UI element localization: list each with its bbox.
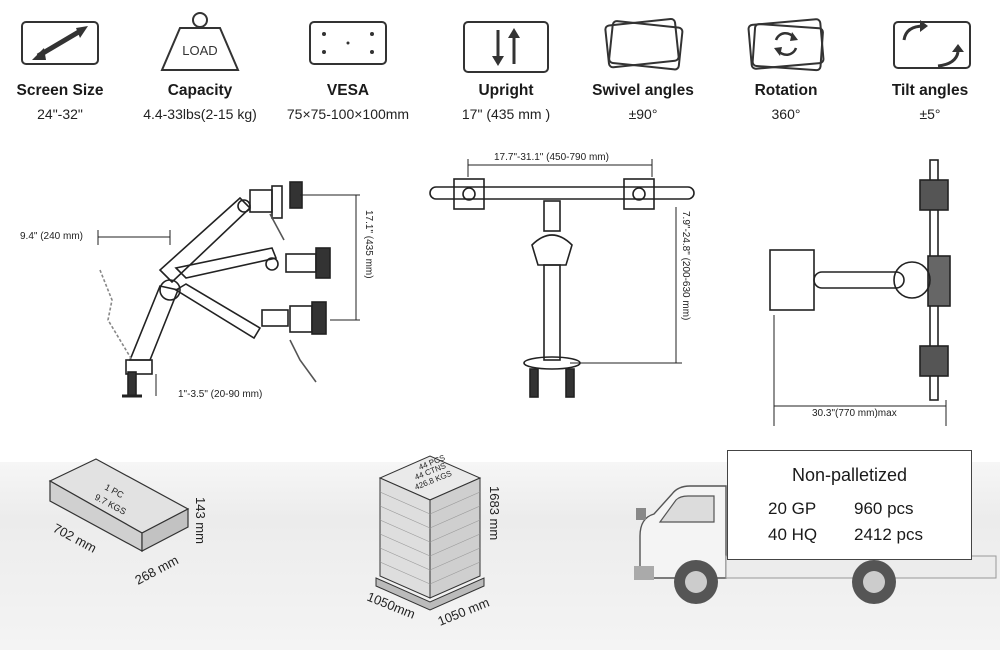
left-vesa-plate [453, 178, 485, 210]
side-view-diagram: 9.4" (240 mm) 17.1" (435 mm) 1"-3.5" (20… [20, 181, 374, 400]
front-pole [543, 264, 561, 361]
container-qty: 960 pcs [854, 499, 914, 518]
arm-height-label: 17.1" (435 mm) [363, 210, 374, 279]
container-qty: 2412 pcs [854, 525, 923, 544]
spec-value: ±5° [919, 106, 941, 122]
spec-capacity: LOAD Capacity 4.4-33lbs(2-15 kg) [130, 10, 270, 122]
crossbar [429, 186, 695, 200]
spec-value: 360° [771, 106, 801, 122]
front-width-label: 17.7"-31.1" (450-790 mm) [494, 152, 609, 163]
box-length: 702 mm [51, 520, 100, 555]
container-type: 40 HQ [768, 525, 818, 544]
shipping-row-20gp: 20 GP 960 pcs [768, 499, 948, 519]
truck-illustration [634, 485, 997, 604]
upper-arm [158, 196, 252, 284]
spec-value: 17" (435 mm ) [461, 106, 551, 122]
spec-value: 75×75-100×100mm [286, 106, 410, 122]
arm-reach-label: 9.4" (240 mm) [20, 231, 83, 242]
spec-tilt: Tilt angles ±5° [860, 10, 1000, 122]
rotation-arrows-icon [747, 18, 825, 72]
spec-label: Screen Size [16, 82, 104, 99]
spec-label: Rotation [754, 82, 818, 99]
pallet-height: 1683 mm [487, 486, 502, 540]
spec-screen-size: Screen Size 24"-32" [0, 10, 130, 122]
spec-value: 4.4-33lbs(2-15 kg) [143, 106, 257, 122]
box-height: 143 mm [193, 497, 208, 544]
tilt-arrows-icon [893, 20, 971, 69]
right-vesa-plate [623, 178, 655, 210]
center-joint [543, 200, 561, 232]
shipping-title: Non-palletized [791, 465, 908, 485]
shipping-row-40hq: 40 HQ 2412 pcs [768, 525, 948, 545]
front-height-label: 7.9"-24.8" (200-630 mm) [680, 211, 691, 320]
pallet-diagram: 44 PCS 44 CTNS 426.8 KGS 1683 mm 1050mm … [365, 453, 502, 629]
container-type: 20 GP [768, 499, 817, 518]
spec-label: Capacity [167, 82, 233, 99]
top-arm [813, 271, 905, 289]
spec-value: 24"-32" [37, 106, 83, 122]
load-icon-text: LOAD [182, 43, 217, 58]
clamp-range-label: 1"-3.5" (20-90 mm) [178, 389, 262, 400]
top-base [769, 249, 815, 311]
middle-arm [174, 247, 278, 279]
lower-arm [174, 283, 262, 340]
single-box-diagram: 1 PC 9.7 KGS 702 mm 268 mm 143 mm [48, 458, 208, 588]
spec-upright: Upright 17" (435 mm ) [436, 10, 576, 122]
spec-label: Swivel angles [592, 82, 694, 99]
spec-value: ±90° [628, 106, 658, 122]
box-width: 268 mm [132, 552, 181, 587]
spec-vesa: VESA 75×75-100×100mm [278, 10, 418, 122]
front-view-diagram: 17.7"-31.1" (450-790 mm) 7.9"-24.8" (200… [429, 152, 695, 398]
support-pole [128, 285, 180, 361]
vesa-plate-icon [309, 21, 387, 65]
spec-label: Tilt angles [891, 82, 969, 99]
spec-rotation: Rotation 360° [716, 10, 856, 122]
screen-size-icon [21, 21, 99, 65]
top-width-label: 30.3"(770 mm)max [812, 408, 897, 419]
shipping-info-box: Non-palletized 20 GP 960 pcs 40 HQ 2412 pc… [727, 450, 972, 560]
top-view-diagram: 30.3"(770 mm)max [769, 159, 951, 426]
swivel-screens-icon [604, 17, 684, 71]
spec-label: VESA [326, 82, 370, 99]
spec-label: Upright [478, 82, 534, 99]
up-down-arrows-icon [463, 21, 549, 73]
load-weight-icon: LOAD [160, 12, 240, 71]
spec-swivel: Swivel angles ±90° [573, 10, 713, 122]
